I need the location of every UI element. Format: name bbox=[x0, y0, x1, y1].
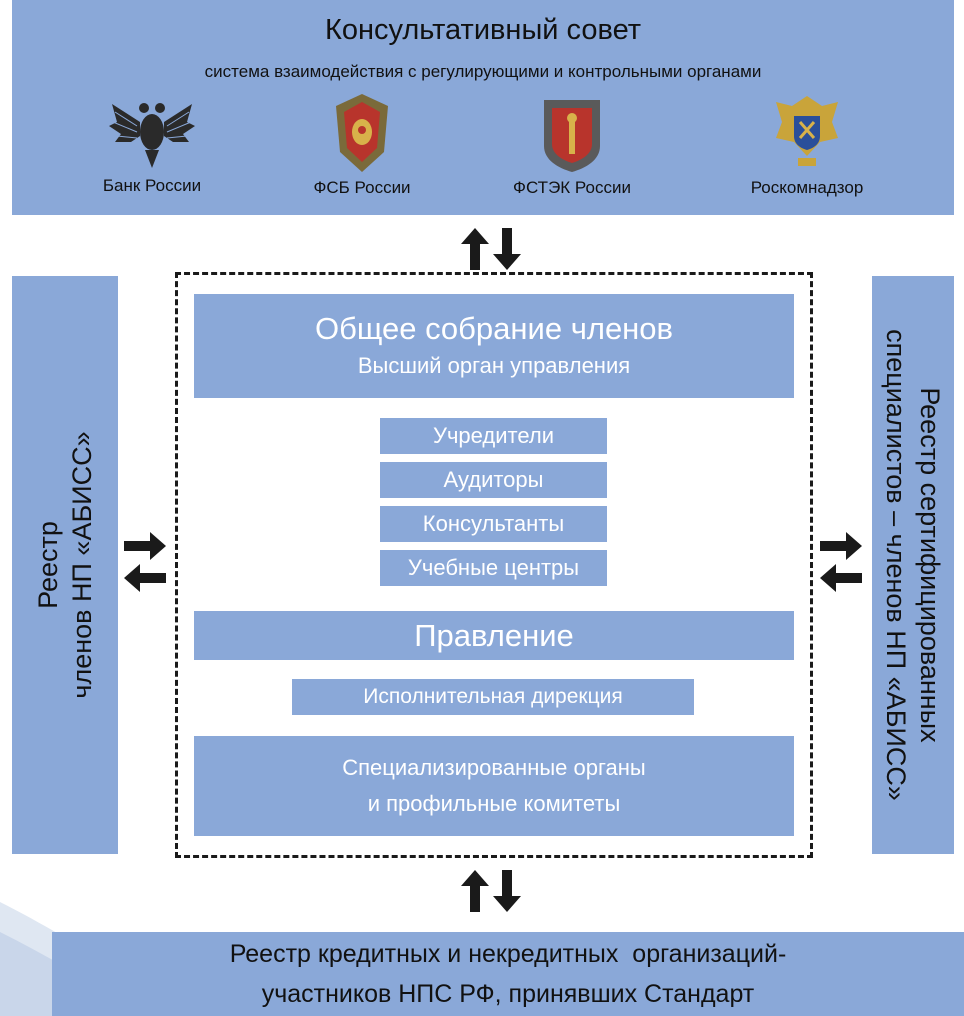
organizations-registry-panel: Реестр кредитных и некредитных организац… bbox=[52, 932, 964, 1016]
org-fsb: ФСБ России bbox=[272, 92, 452, 198]
advisory-council-subtitle: система взаимодействия с регулирующими и… bbox=[204, 62, 762, 81]
executive-directorate-box: Исполнительная дирекция bbox=[292, 679, 694, 715]
members-registry-panel: Реестр членов НП «АБИСС» bbox=[12, 276, 118, 854]
roskomnadzor-emblem-icon bbox=[776, 96, 838, 166]
bidirectional-arrow-icon bbox=[461, 228, 521, 270]
board-box: Правление bbox=[194, 611, 794, 660]
general-meeting-subtitle: Высший орган управления bbox=[357, 353, 631, 378]
members-registry-line1: Реестр bbox=[33, 521, 63, 609]
specialists-registry-line1: Реестр сертифицированных bbox=[915, 387, 945, 743]
fstec-emblem-icon bbox=[544, 100, 600, 172]
general-meeting-title: Общее собрание членов bbox=[314, 311, 674, 346]
specialists-registry-line2: специалистов – членов НП «АБИСС» bbox=[881, 329, 911, 801]
bidirectional-arrow-icon bbox=[461, 870, 521, 912]
member-group-auditors: Аудиторы bbox=[380, 462, 607, 498]
arrows-organizations-exchange bbox=[459, 868, 523, 914]
arrows-specialists-exchange bbox=[818, 530, 864, 594]
specialized-bodies-line1: Специализированные органы bbox=[342, 755, 646, 780]
member-group-founders: Учредители bbox=[380, 418, 607, 454]
advisory-council-title: Консультативный совет bbox=[324, 14, 642, 46]
arrows-members-exchange bbox=[122, 530, 168, 594]
fsb-emblem-icon bbox=[336, 94, 388, 172]
organizations-registry-line2: участников НПС РФ, принявших Стандарт bbox=[261, 980, 755, 1008]
specialized-bodies-line2: и профильные комитеты bbox=[367, 791, 621, 816]
bidirectional-arrow-icon bbox=[124, 532, 166, 592]
specialized-bodies-box: Специализированные органы и профильные к… bbox=[194, 736, 794, 836]
general-meeting-box: Общее собрание членов Высший орган управ… bbox=[194, 294, 794, 398]
org-label: Роскомнадзор bbox=[750, 178, 864, 197]
organizations-registry-line1: Реестр кредитных и некредитных организац… bbox=[229, 940, 787, 968]
double-headed-eagle-icon bbox=[109, 103, 195, 168]
advisory-council-panel: Консультативный совет система взаимодейс… bbox=[12, 0, 954, 215]
org-roskomnadzor: Роскомнадзор bbox=[717, 92, 897, 198]
org-label: ФСТЭК России bbox=[513, 178, 631, 197]
org-label: ФСБ России bbox=[313, 178, 411, 197]
org-bank-of-russia: Банк России bbox=[62, 92, 242, 196]
org-label: Банк России bbox=[102, 176, 202, 195]
org-fstec: ФСТЭК России bbox=[482, 92, 662, 198]
governance-frame bbox=[175, 272, 813, 858]
members-registry-line2: членов НП «АБИСС» bbox=[67, 431, 97, 699]
member-group-training-centers: Учебные центры bbox=[380, 550, 607, 586]
member-group-consultants: Консультанты bbox=[380, 506, 607, 542]
bidirectional-arrow-icon bbox=[820, 532, 862, 592]
arrows-council-exchange bbox=[459, 226, 523, 272]
specialists-registry-panel: Реестр сертифицированных специалистов – … bbox=[872, 276, 954, 854]
